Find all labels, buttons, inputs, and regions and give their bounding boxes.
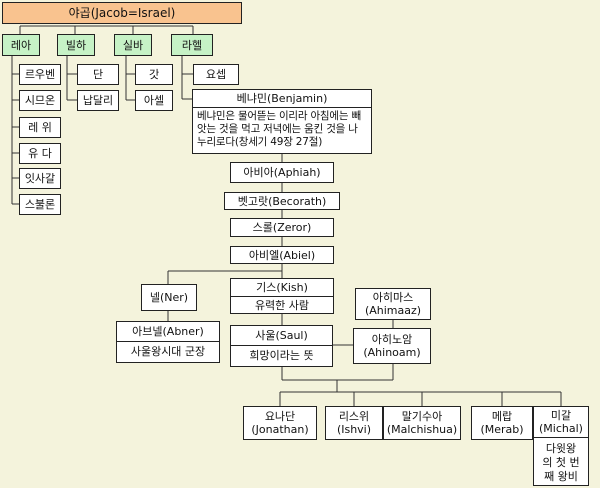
ahinoam-label: 아히노암 [371,333,413,346]
ahimaaz-english: (Ahimaaz) [364,304,422,317]
wife-rachel-node: 라헬 [171,34,213,56]
son-label: 유 다 [28,147,52,160]
ner-node: 넬(Ner) [141,284,197,311]
kish-label: 기스(Kish) [231,279,333,297]
kish-description: 유력한 사람 [254,299,310,312]
child-merab-node: 메랍 (Merab) [471,406,533,440]
benjamin-node: 베냐민(Benjamin) 베냐민은 물어뜯는 이리라 아침에는 빼앗는 것을 … [192,89,372,154]
son-node: 갓 [135,64,173,85]
becorath-node: 벳고랏(Becorath) [224,192,340,210]
wife-zilpah-label: 실바 [122,38,144,52]
ahimaaz-label: 아히마스 [372,291,414,304]
abner-description: 사울왕시대 군장 [130,345,206,358]
son-node: 아셀 [135,90,173,111]
jacob-node: 야곱(Jacob=Israel) [2,2,242,24]
aphiah-node: 아비아(Aphiah) [230,162,334,183]
michal-note: 다윗왕의 첫 번째 왕비 [542,442,580,483]
saul-description: 희망이라는 뜻 [249,349,314,362]
son-label: 납달리 [82,94,114,107]
son-node: 납달리 [77,90,119,111]
child-ishvi-node: 리스위 (Ishvi) [325,406,383,440]
joseph-node: 요셉 [193,64,239,85]
son-label: 레 위 [28,121,52,134]
wife-bilhah-label: 빌하 [65,38,87,52]
child-english: (Ishvi) [336,423,372,436]
zeror-label: 스롤(Zeror) [252,221,312,234]
aphiah-label: 아비아(Aphiah) [243,166,321,179]
child-malchishua-node: 말기수아 (Malchishua) [383,406,461,440]
child-michal-node: 미갈 (Michal) 다윗왕의 첫 번째 왕비 [533,406,589,486]
wife-leah-node: 레아 [2,34,40,56]
wife-bilhah-node: 빌하 [57,34,95,56]
child-english: (Malchishua) [386,423,458,436]
son-label: 잇사갈 [24,172,56,185]
ner-label: 넬(Ner) [149,291,189,304]
benjamin-description: 베냐민은 물어뜯는 이리라 아침에는 빼앗는 것을 먹고 저녁에는 움킨 것을 … [197,110,361,148]
son-node: 유 다 [19,143,61,164]
jacob-label: 야곱(Jacob=Israel) [68,5,176,20]
zeror-node: 스롤(Zeror) [230,218,334,237]
wife-zilpah-node: 실바 [114,34,152,56]
child-name: 미갈 [550,409,572,422]
son-node: 잇사갈 [19,168,61,189]
wife-rachel-label: 라헬 [181,38,203,52]
ahinoam-english: (Ahinoam) [363,346,421,359]
saul-label: 사울(Saul) [231,326,332,346]
abner-node: 아브넬(Abner) 사울왕시대 군장 [116,321,220,363]
son-node: 르우벤 [19,64,61,85]
son-node: 스불론 [19,194,61,215]
child-name: 리스위 [338,410,370,423]
saul-node: 사울(Saul) 희망이라는 뜻 [230,325,333,367]
kish-node: 기스(Kish) 유력한 사람 [230,278,334,314]
ahinoam-node: 아히노암 (Ahinoam) [353,328,431,364]
son-node: 단 [77,64,119,85]
child-english: (Michal) [539,422,583,435]
benjamin-label: 베냐민(Benjamin) [193,90,371,108]
abiel-node: 아비엘(Abiel) [230,246,334,264]
ahimaaz-node: 아히마스 (Ahimaaz) [355,288,431,320]
son-label: 시므온 [24,94,56,107]
child-name: 말기수아 [401,410,443,423]
becorath-label: 벳고랏(Becorath) [237,194,327,208]
son-label: 단 [92,68,104,81]
abiel-label: 아비엘(Abiel) [248,248,316,262]
abner-label: 아브넬(Abner) [117,322,219,342]
child-name: 메랍 [491,410,513,423]
son-node: 시므온 [19,90,61,111]
son-label: 갓 [148,68,160,81]
child-jonathan-node: 요나단 (Jonathan) [243,406,317,440]
joseph-label: 요셉 [205,68,227,81]
child-english: (Merab) [480,423,524,436]
son-node: 레 위 [19,117,61,138]
child-english: (Jonathan) [251,423,309,436]
son-label: 아셀 [143,94,165,107]
wife-leah-label: 레아 [10,38,32,52]
son-label: 르우벤 [24,68,56,81]
child-name: 요나단 [264,410,296,423]
son-label: 스불론 [24,198,56,211]
